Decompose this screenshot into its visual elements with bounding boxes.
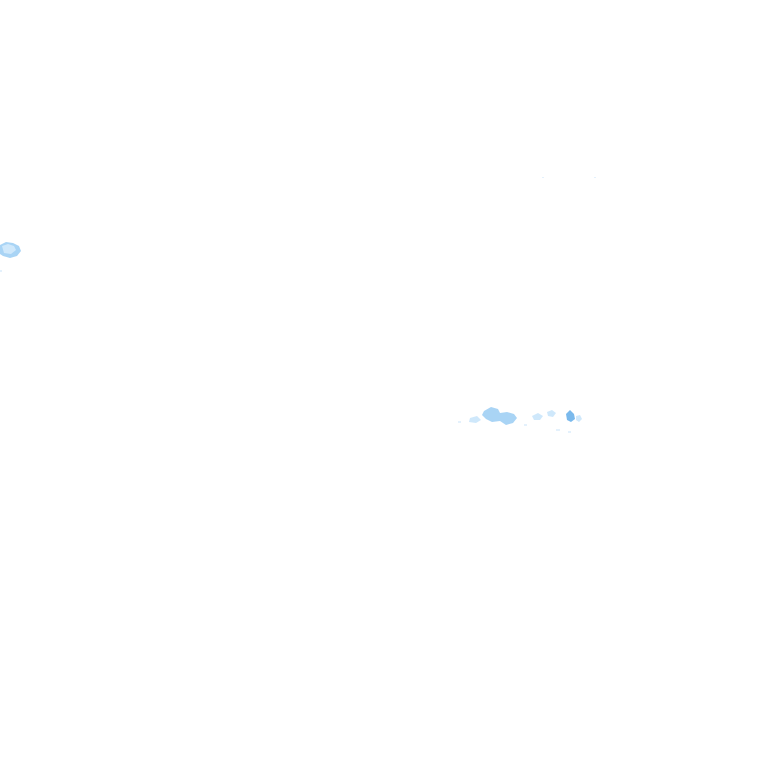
precip-speck (524, 424, 527, 426)
precip-patch-west (0, 242, 21, 272)
precip-speck (568, 431, 571, 433)
precip-speck (0, 270, 2, 272)
precip-speck (594, 177, 596, 178)
precip-speck (542, 177, 544, 178)
precip-cell (547, 410, 556, 417)
precip-band-central-east (458, 407, 582, 433)
precip-cell (566, 410, 575, 422)
precip-speck (458, 421, 461, 423)
precip-cell (469, 416, 481, 423)
precip-trace-northeast (542, 177, 596, 178)
precip-speck (556, 429, 560, 431)
precip-cell (576, 415, 582, 422)
precip-cell (532, 413, 543, 420)
precip-cell (482, 407, 517, 425)
precip-cell (2, 244, 16, 254)
